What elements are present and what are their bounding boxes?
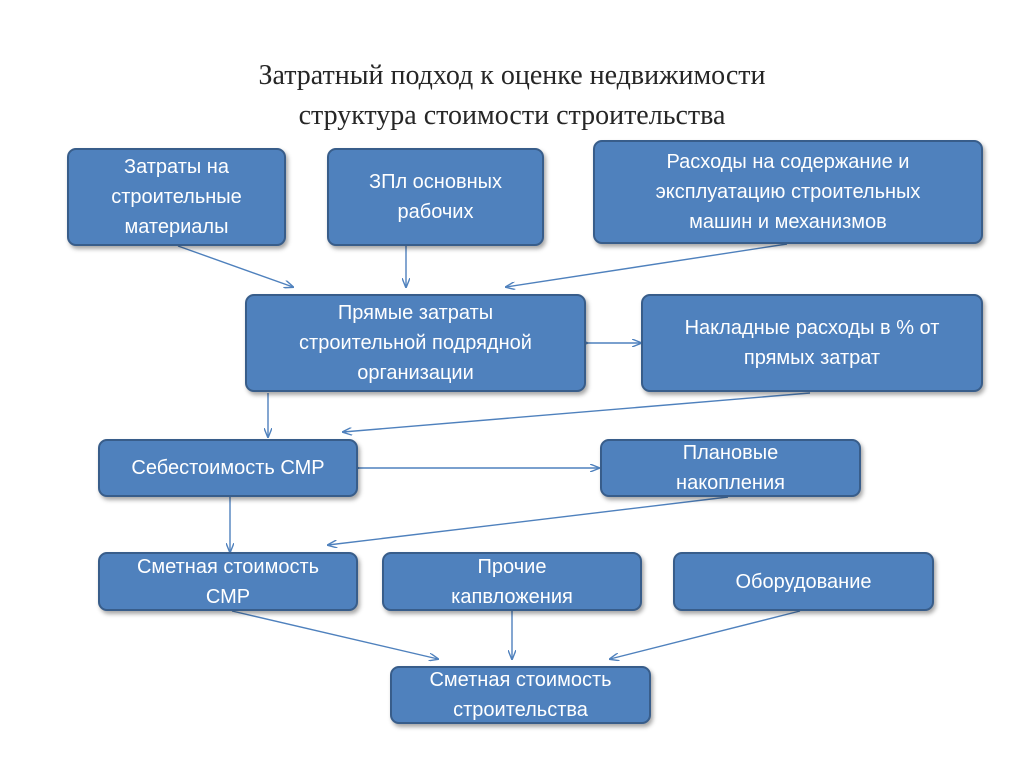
box-overhead: Накладные расходы в % от прямых затрат: [641, 294, 983, 392]
box-planned-savings: Плановые накопления: [600, 439, 861, 497]
arrow-overhead-to-costprice: [343, 392, 811, 432]
box-estimated-smr: Сметная стоимость СМР: [98, 552, 358, 611]
arrow-savings-to-estsmr: [328, 496, 729, 545]
box-equipment: Оборудование: [673, 552, 934, 611]
arrow-materials-to-direct: [177, 245, 293, 287]
box-estimated-construction: Сметная стоимость строительства: [390, 666, 651, 724]
box-materials: Затраты на строительные материалы: [67, 148, 286, 246]
arrow-machines-to-direct: [506, 243, 788, 287]
title-line-1: Затратный подход к оценке недвижимости: [258, 60, 766, 91]
title-line-2: структура стоимости строительства: [298, 100, 726, 131]
box-machines: Расходы на содержание и эксплуатацию стр…: [593, 140, 983, 244]
box-direct-costs: Прямые затраты строительной подрядной ор…: [245, 294, 586, 392]
box-other-capex: Прочие капвложения: [382, 552, 642, 611]
box-cost-price: Себестоимость СМР: [98, 439, 358, 497]
arrow-estsmr-to-final: [231, 610, 438, 659]
arrow-equipment-to-final: [610, 610, 801, 659]
box-wages: ЗПл основных рабочих: [327, 148, 544, 246]
